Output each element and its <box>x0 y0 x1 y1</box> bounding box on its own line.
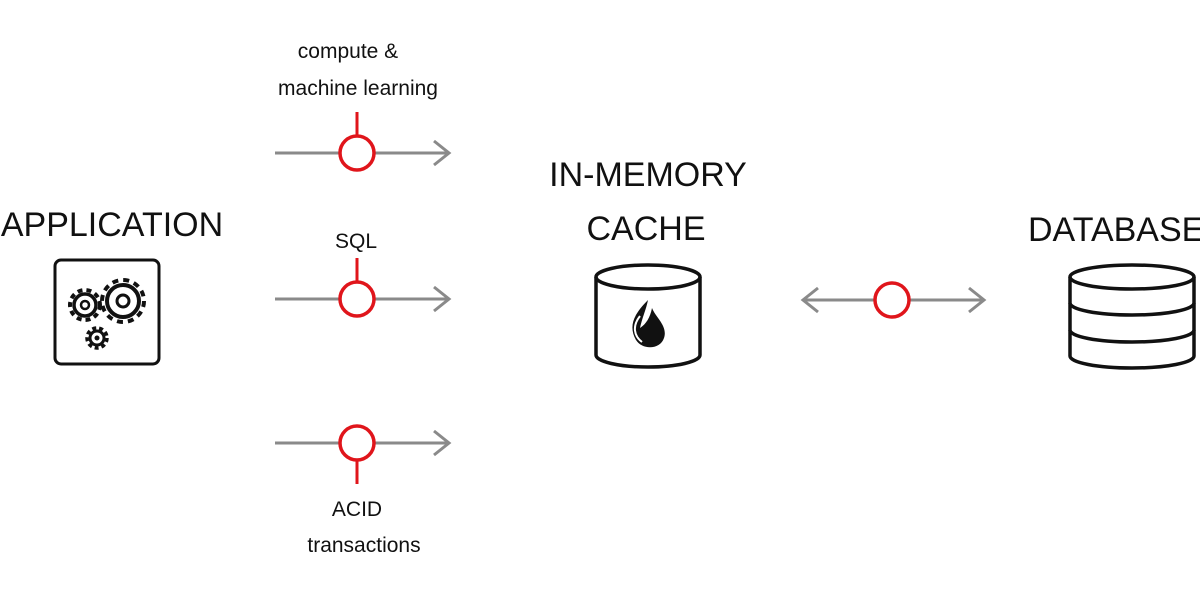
channel-compute-ml: compute & machine learning <box>275 40 452 172</box>
connector-circle-icon <box>338 134 376 172</box>
channel-label-line1: compute & <box>298 40 398 63</box>
arrowhead-right-icon <box>433 429 452 457</box>
arrowhead-right-icon <box>433 139 452 167</box>
sync-link <box>800 281 987 319</box>
gears-icon <box>53 258 161 366</box>
cache-label-line2: CACHE <box>586 210 705 248</box>
arrowhead-right-icon <box>968 286 987 314</box>
channel-label-line1: ACID <box>332 498 382 521</box>
channel-label-line2: machine learning <box>278 77 438 100</box>
cache-node: IN-MEMORY CACHE <box>549 156 747 369</box>
channel-sql: SQL <box>275 230 452 318</box>
connector-circle-icon <box>338 424 376 462</box>
application-label: APPLICATION <box>1 206 223 244</box>
flame-cylinder-icon <box>594 263 702 369</box>
cache-label-line1: IN-MEMORY <box>549 156 747 194</box>
database-label: DATABASE <box>1028 211 1200 249</box>
application-node: APPLICATION <box>1 206 223 366</box>
connector-circle-icon <box>338 280 376 318</box>
database-icon <box>1068 263 1196 370</box>
channel-acid: ACID transactions <box>275 424 452 557</box>
channel-label-line2: transactions <box>307 534 420 557</box>
arrowhead-right-icon <box>433 285 452 313</box>
database-node: DATABASE <box>1028 211 1200 370</box>
connector-circle-icon <box>873 281 911 319</box>
arrowhead-left-icon <box>800 286 819 314</box>
channel-label: SQL <box>335 230 377 253</box>
